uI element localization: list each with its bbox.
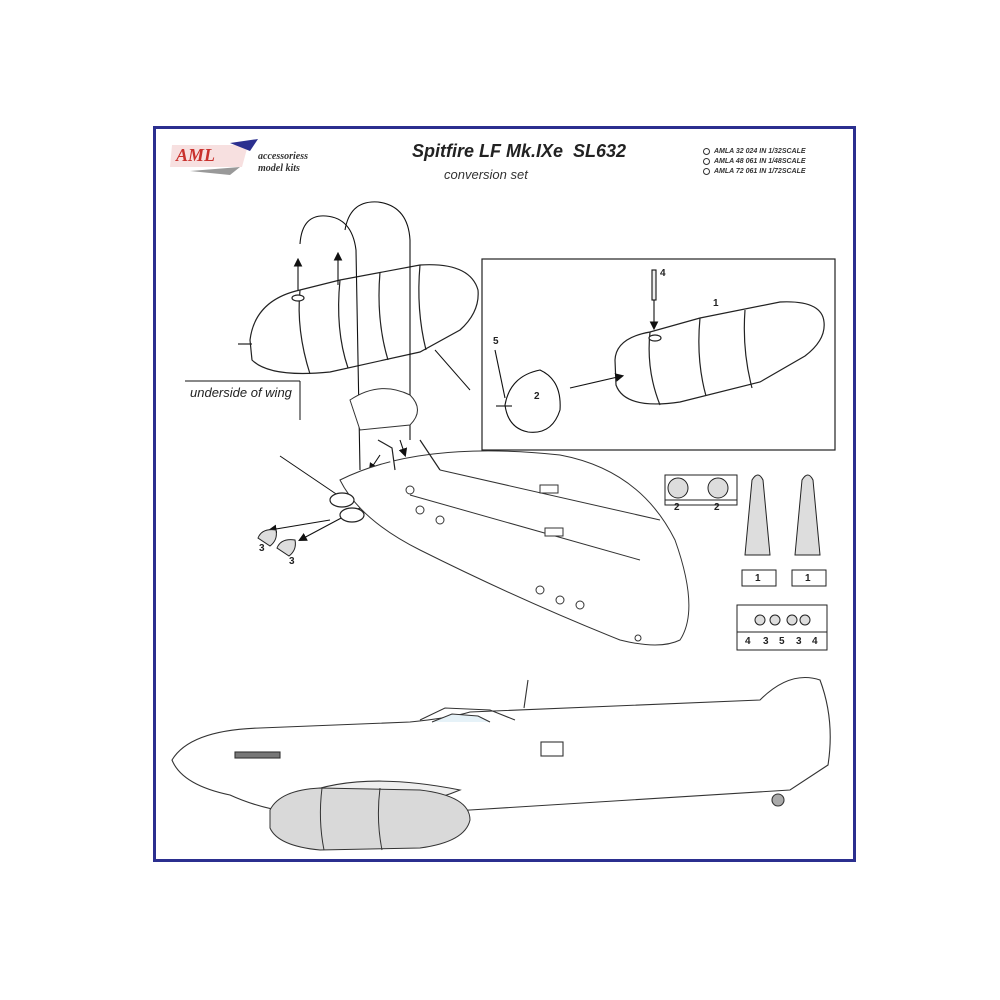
part-number: 3 — [796, 636, 802, 647]
aircraft-profile — [171, 676, 831, 816]
tank-sprue-parts — [741, 474, 827, 587]
aml-logo — [170, 137, 260, 177]
brand-line-2: model kits — [258, 163, 300, 174]
wing-underside — [339, 388, 690, 646]
part-number: 3 — [763, 636, 769, 647]
part-number: 1 — [755, 573, 761, 584]
logo-wings-icon — [170, 139, 258, 175]
part-number: 5 — [779, 636, 785, 647]
radio-circle-icon — [703, 167, 710, 175]
scale-item: AMLA 32 024 IN 1/32SCALE — [703, 146, 806, 156]
brand-line-1: accessoriess — [258, 151, 308, 162]
part-number: 3 — [259, 543, 265, 554]
wing-label: underside of wing — [190, 385, 292, 400]
part-number: 5 — [493, 336, 499, 347]
inset-tank — [614, 301, 825, 406]
part-number: 4 — [812, 636, 818, 647]
pylon-mount — [329, 439, 441, 523]
scale-item: AMLA 72 061 IN 1/72SCALE — [703, 166, 806, 176]
radio-circle-icon — [703, 147, 710, 155]
part-number: 2 — [714, 502, 720, 513]
nose-cone-parts — [257, 529, 296, 557]
diagram-subtitle: conversion set — [444, 167, 528, 182]
part-number: 2 — [534, 391, 540, 402]
profile-drop-tank — [269, 787, 471, 851]
diagram-title: Spitfire LF Mk.IXe SL632 — [412, 141, 627, 161]
part-number: 1 — [805, 573, 811, 584]
inset-parts — [494, 269, 659, 433]
radio-circle-icon — [703, 157, 710, 165]
part-number: 2 — [674, 502, 680, 513]
scale-item: AMLA 48 061 IN 1/48SCALE — [703, 156, 806, 166]
part-number: 3 — [289, 556, 295, 567]
scale-list: AMLA 32 024 IN 1/32SCALE AMLA 48 061 IN … — [703, 146, 806, 176]
disc-parts — [664, 474, 738, 506]
logo-text: AML — [176, 145, 216, 165]
small-sprue — [736, 604, 828, 651]
drop-tank-main — [238, 264, 479, 375]
wing-label-lines — [185, 349, 471, 501]
part-number: 4 — [745, 636, 751, 647]
assembly-arrows — [267, 201, 411, 542]
part-number: 4 — [660, 268, 666, 279]
part-number: 1 — [713, 298, 719, 309]
